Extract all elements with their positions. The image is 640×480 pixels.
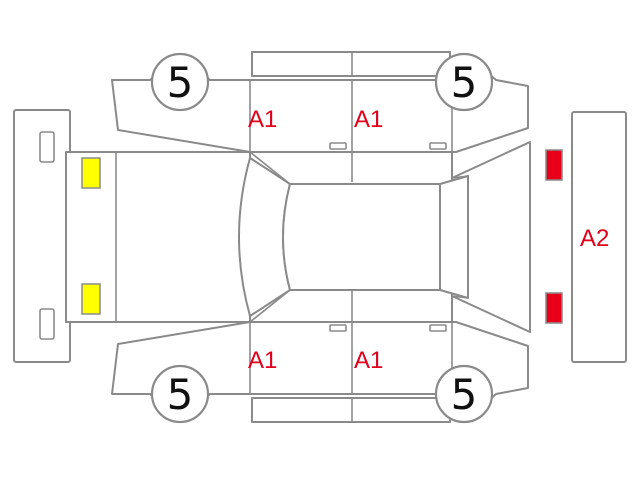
tire-label-rear-right: 5: [451, 370, 478, 419]
lower-rear-door-handle: [429, 324, 447, 332]
wheel-rear-left: 5: [150, 364, 210, 424]
rear-window: [439, 175, 469, 299]
tire-label-rear-left: 5: [167, 370, 194, 419]
wheel-front-right: 5: [434, 52, 494, 112]
wheel-front-left: 5: [150, 52, 210, 112]
car-side-upper: [111, 51, 529, 182]
tire-label-front-right: 5: [451, 58, 478, 107]
car-body-top-view: [65, 141, 531, 333]
tire-label-front-left: 5: [167, 58, 194, 107]
lower-roof-strip: [251, 397, 451, 423]
headlight-lower: [81, 283, 101, 315]
upper-rear-door-handle: [429, 142, 447, 150]
rear-bumper: [571, 111, 627, 363]
headlight-upper: [81, 157, 101, 189]
mark-lower-rear-door: A1: [354, 347, 383, 374]
lower-front-door-handle: [329, 324, 347, 332]
mark-rear-bumper: A2: [580, 225, 609, 252]
mark-lower-front-door: A1: [248, 347, 277, 374]
front-bumper: [13, 109, 71, 363]
taillight-upper: [545, 149, 563, 181]
mark-upper-front-door: A1: [248, 106, 277, 133]
upper-roof-strip: [251, 51, 451, 77]
mark-upper-rear-door: A1: [354, 106, 383, 133]
taillight-lower: [545, 292, 563, 324]
roof: [282, 183, 441, 291]
wheel-rear-right: 5: [434, 364, 494, 424]
upper-front-door-handle: [329, 142, 347, 150]
